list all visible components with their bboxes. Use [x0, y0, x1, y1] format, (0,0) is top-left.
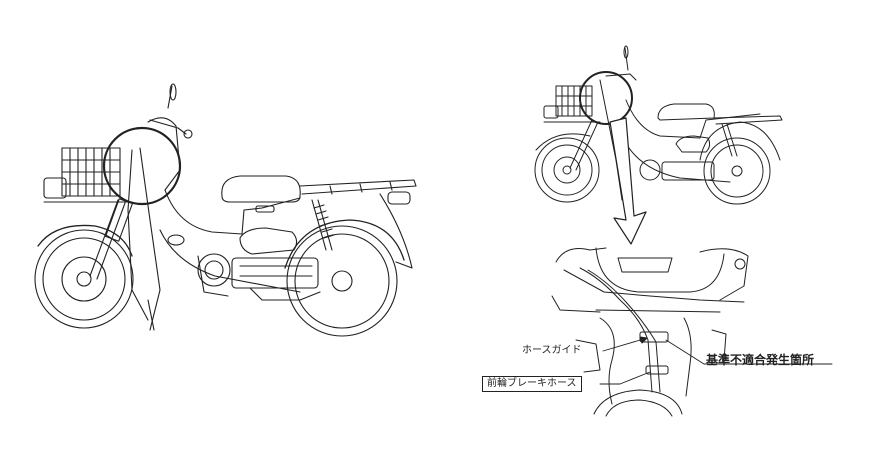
front-wheel — [34, 224, 134, 329]
rear-wheel — [284, 219, 405, 337]
engine — [197, 253, 321, 301]
body-frame — [159, 189, 301, 293]
handlebar — [147, 83, 193, 191]
rear-shock — [311, 199, 335, 251]
leader-lines — [599, 337, 833, 385]
front-basket — [43, 147, 131, 203]
defect-location-label: 基準不適合発生箇所 — [706, 353, 815, 367]
pointer-arrow — [609, 117, 647, 245]
motorcycle-side-view-large — [34, 83, 417, 337]
highlight-circle-large — [102, 126, 182, 206]
highlight-circle-small — [579, 71, 633, 125]
hose-guide-arrowhead — [639, 336, 648, 344]
front-brake-hose-label: 前輪ブレーキホース — [482, 376, 582, 392]
rear-rack — [299, 179, 417, 269]
hose-guide-label: ホースガイド — [522, 345, 582, 356]
front-fork — [89, 147, 161, 331]
motorcycle-side-view-small — [534, 45, 783, 205]
seat — [221, 175, 301, 203]
detail-enlarged-view — [551, 247, 749, 417]
